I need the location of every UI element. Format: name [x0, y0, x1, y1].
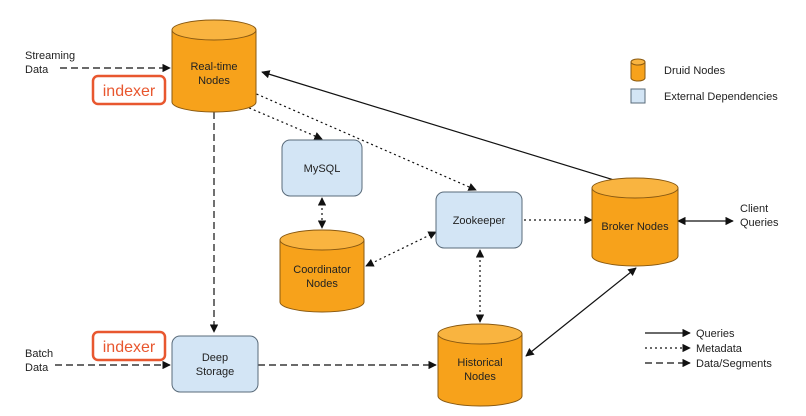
- indexer-label-bottom: indexer: [103, 339, 156, 356]
- legend-queries-label: Queries: [696, 328, 735, 340]
- edge-realtime-to-zookeeper: [251, 91, 477, 191]
- zookeeper: Zookeeper: [435, 191, 523, 249]
- edge-realtime-to-mysql: [239, 103, 323, 140]
- edge-broker-historical-queries: [525, 267, 637, 357]
- broker-nodes-label: Broker Nodes: [601, 221, 669, 233]
- indexer-annotation-bottom: indexer: [91, 330, 167, 362]
- edge-realtime-broker-queries: [261, 70, 641, 190]
- legend-external-icon: [630, 88, 646, 104]
- indexer-annotation-top: indexer: [91, 74, 167, 106]
- legend-external-label: External Dependencies: [664, 91, 778, 103]
- mysql-label: MySQL: [304, 163, 341, 175]
- legend-druid-nodes-icon: [630, 58, 646, 82]
- indexer-label-top: indexer: [103, 83, 156, 100]
- edge-coordinator-zookeeper-metadata: [365, 231, 437, 267]
- zookeeper-label: Zookeeper: [453, 215, 506, 227]
- legend: Druid Nodes External Dependencies Querie…: [630, 58, 778, 370]
- mysql: MySQL: [281, 139, 363, 197]
- edges: [55, 63, 734, 370]
- legend-druid-nodes-label: Druid Nodes: [664, 65, 726, 77]
- legend-metadata-label: Metadata: [696, 343, 743, 355]
- broker-nodes: Broker Nodes: [591, 177, 679, 267]
- legend-data-segments-label: Data/Segments: [696, 358, 772, 370]
